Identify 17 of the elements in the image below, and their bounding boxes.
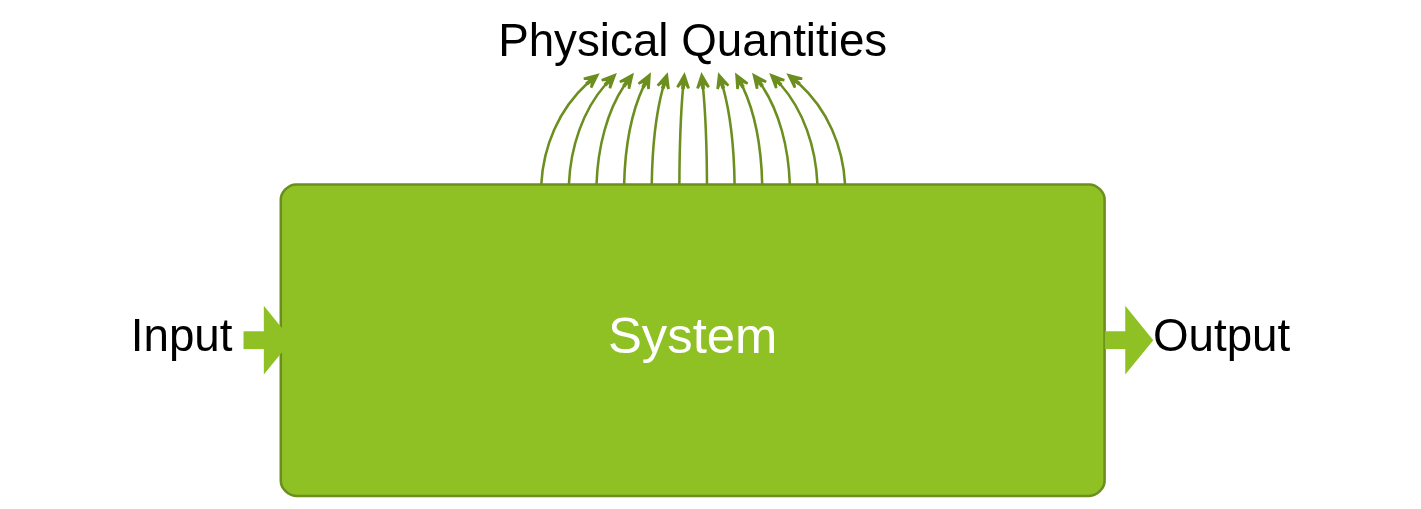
- arrow: [752, 73, 792, 184]
- arrow: [567, 73, 616, 184]
- node-text: Input: [130, 309, 233, 361]
- node-box: System: [279, 182, 1106, 497]
- node-text: Output: [1152, 309, 1291, 361]
- node-text: Physical Quantities: [498, 14, 888, 66]
- arrow: [735, 73, 764, 184]
- arrow: [622, 73, 651, 184]
- arrow: [787, 73, 847, 184]
- arrow: [676, 73, 690, 184]
- arrow: [1104, 305, 1154, 374]
- arrow: [650, 73, 670, 184]
- arrow: [595, 73, 634, 184]
- arrow: [696, 73, 711, 184]
- arrow: [716, 73, 736, 184]
- arrow: [770, 73, 819, 184]
- arrow: [540, 73, 599, 184]
